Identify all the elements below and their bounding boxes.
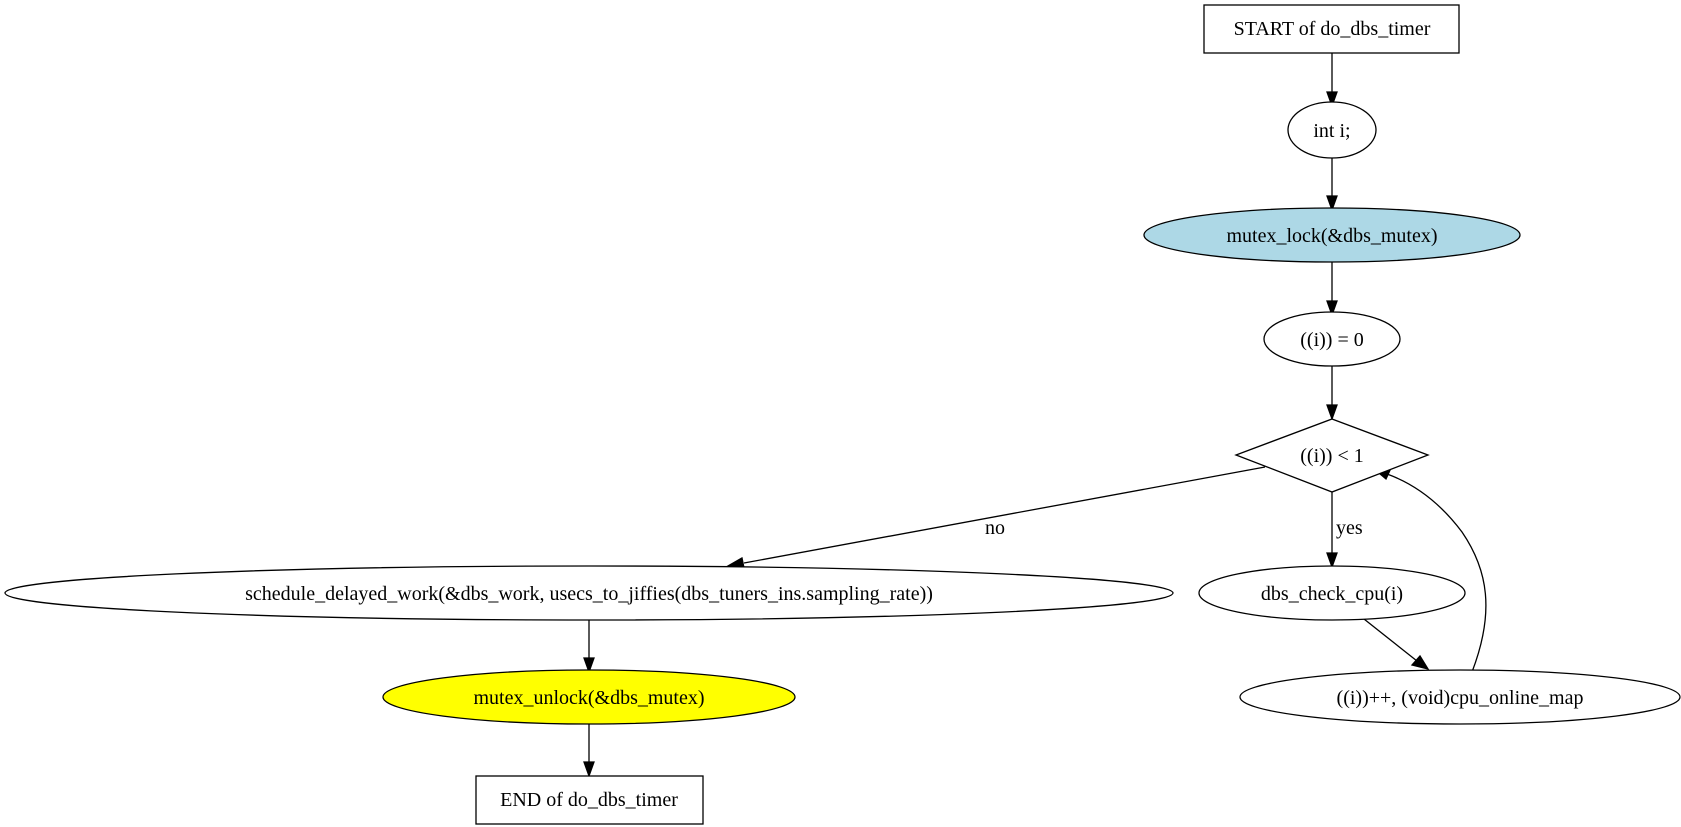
edge-decl-to-lock [1326, 157, 1338, 212]
edge-label-no: no [985, 517, 1005, 539]
node-start[interactable]: START of do_dbs_timer [1203, 4, 1460, 54]
edge-cond-to-sched [725, 466, 1266, 569]
edge-label-yes: yes [1336, 517, 1363, 539]
edge-unlock-to-end [583, 724, 595, 778]
node-init-label: ((i)) = 0 [1300, 329, 1363, 351]
node-lock-label: mutex_lock(&dbs_mutex) [1226, 225, 1437, 247]
node-decl[interactable]: int i; [1287, 101, 1377, 159]
edge-lock-to-init [1326, 262, 1338, 317]
edge-check-to-incr [1363, 618, 1430, 671]
node-sched-label: schedule_delayed_work(&dbs_work, usecs_t… [245, 583, 933, 605]
node-unlock[interactable]: mutex_unlock(&dbs_mutex) [382, 669, 796, 725]
edge-start-to-decl [1326, 53, 1338, 108]
node-end[interactable]: END of do_dbs_timer [475, 775, 704, 825]
node-lock[interactable]: mutex_lock(&dbs_mutex) [1143, 207, 1521, 263]
node-check[interactable]: dbs_check_cpu(i) [1198, 565, 1466, 621]
edge-sched-to-unlock [583, 619, 595, 674]
node-check-label: dbs_check_cpu(i) [1261, 583, 1403, 605]
edge-cond-to-check [1326, 492, 1338, 569]
node-end-label: END of do_dbs_timer [500, 789, 678, 811]
node-cond[interactable]: ((i)) < 1 [1234, 418, 1430, 493]
node-unlock-label: mutex_unlock(&dbs_mutex) [473, 687, 704, 709]
node-decl-label: int i; [1313, 120, 1350, 142]
node-incr[interactable]: ((i))++, (void)cpu_online_map [1239, 669, 1681, 725]
node-sched[interactable]: schedule_delayed_work(&dbs_work, usecs_t… [4, 565, 1174, 621]
node-start-label: START of do_dbs_timer [1234, 18, 1431, 40]
node-init[interactable]: ((i)) = 0 [1263, 311, 1401, 367]
node-incr-label: ((i))++, (void)cpu_online_map [1337, 687, 1584, 709]
edge-init-to-cond [1326, 366, 1338, 421]
node-cond-label: ((i)) < 1 [1300, 445, 1363, 467]
